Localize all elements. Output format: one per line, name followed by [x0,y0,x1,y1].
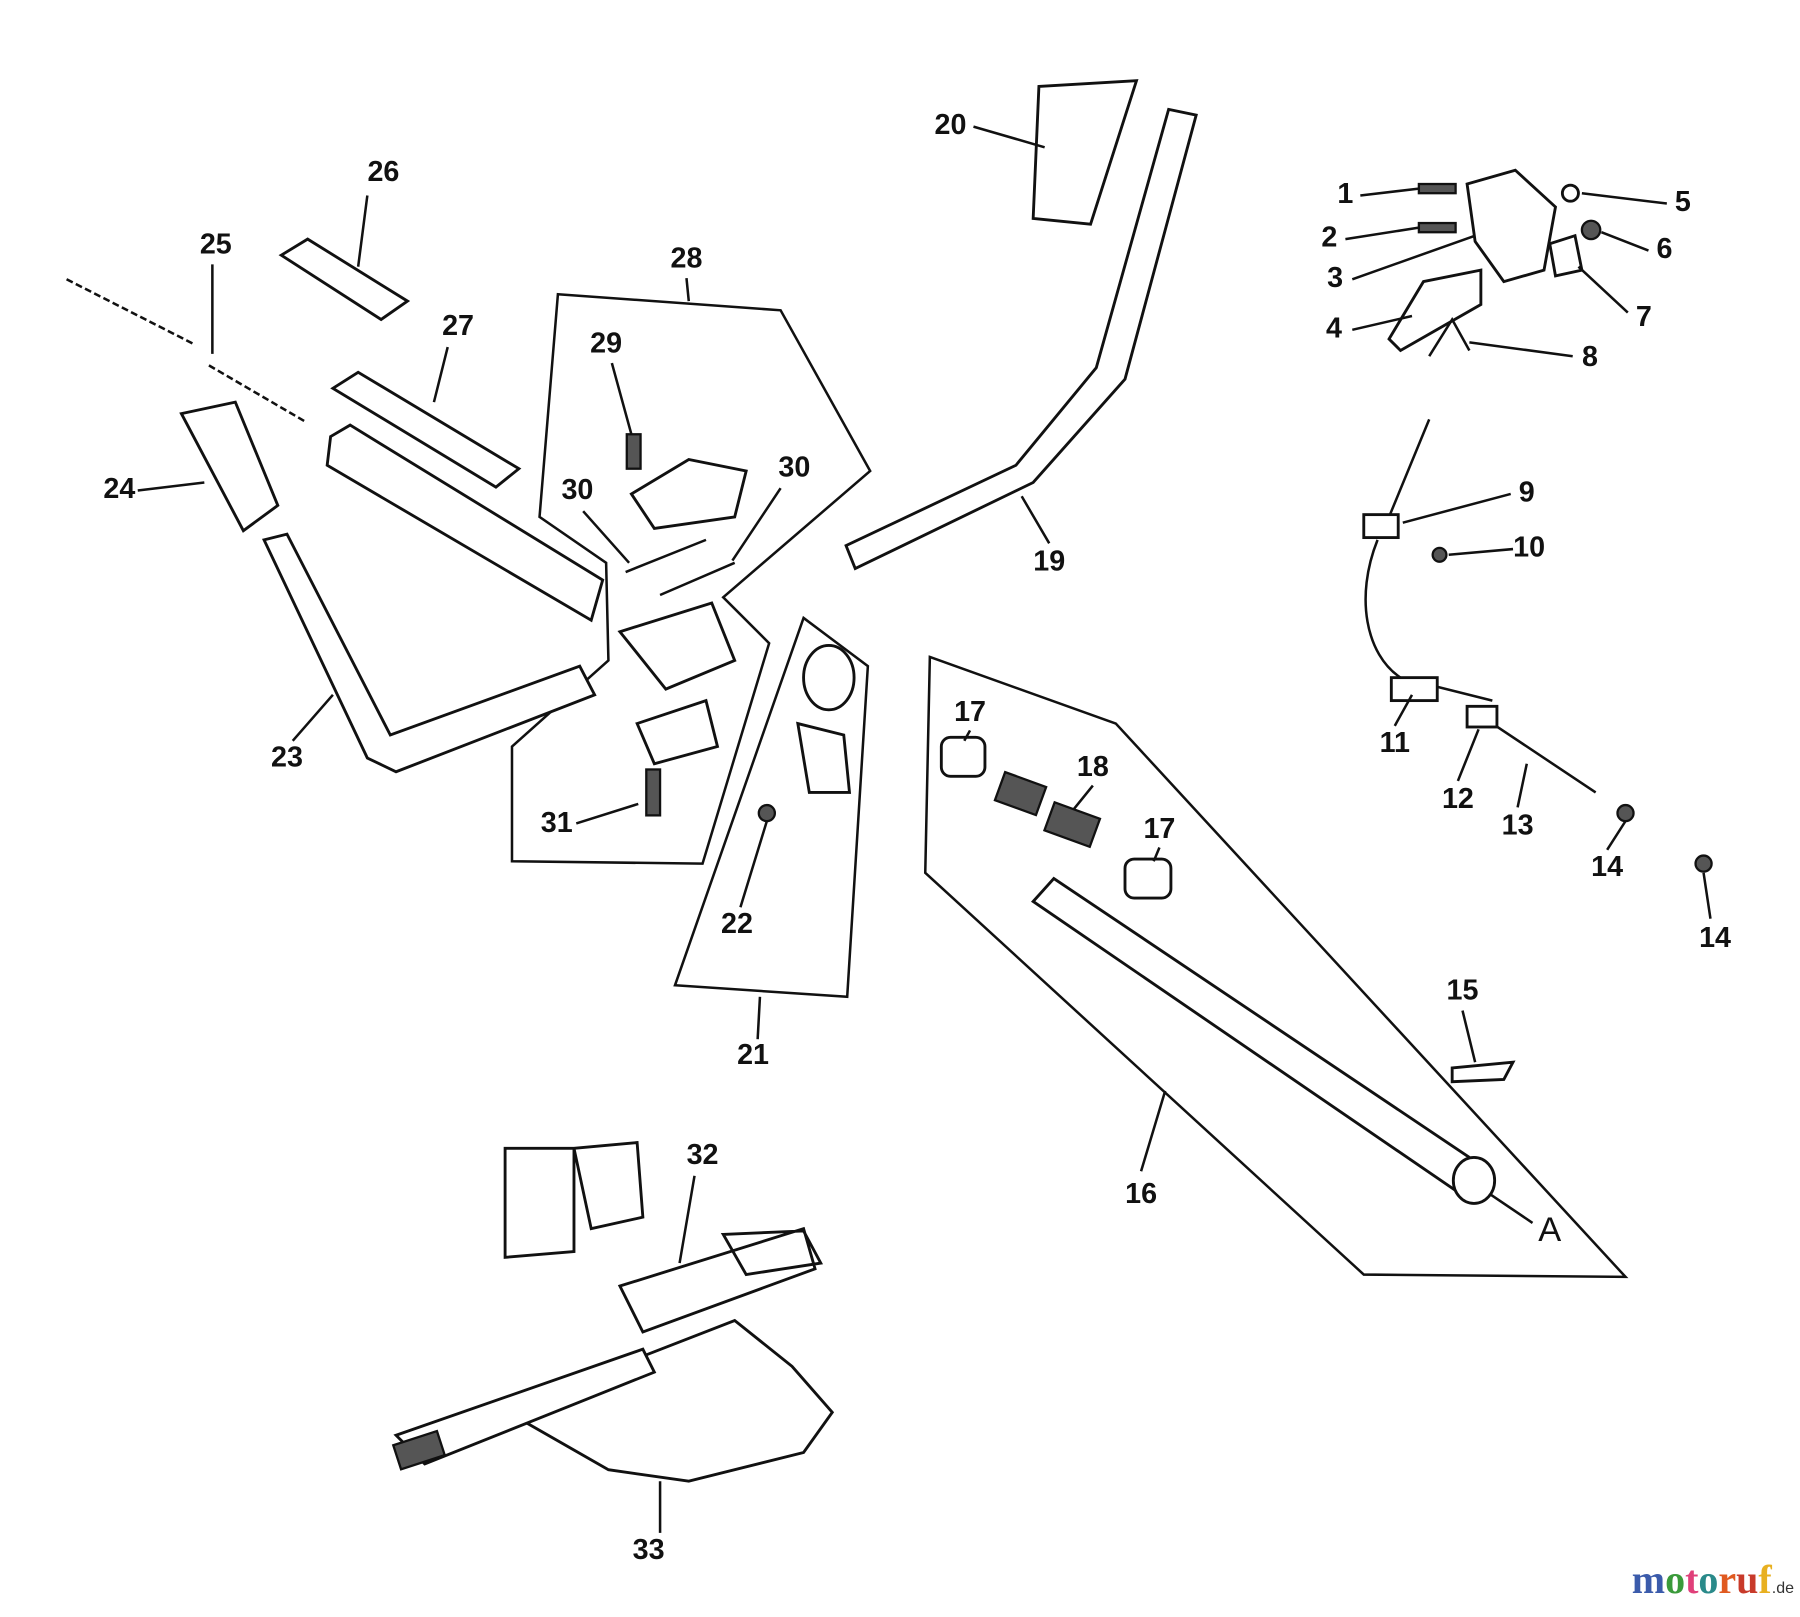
part-18-insert-2 [1042,800,1102,849]
part-24-grip [179,400,280,533]
label-21: 21 [737,1039,769,1071]
part-10-screw [1431,546,1448,563]
clamp-upper [629,458,748,530]
label-22: 22 [721,908,753,940]
watermark-letter: u [1736,1557,1759,1602]
label-15: 15 [1447,975,1479,1007]
watermark-letter: r [1718,1557,1737,1602]
harness-belt-end [391,1429,447,1471]
part-number-labels: 1 2 3 4 5 6 7 8 9 10 11 12 13 14 14 15 1… [103,109,1731,1566]
part-6-nut [1580,219,1602,241]
watermark-letter: t [1685,1557,1699,1602]
part-29-screw [625,433,642,470]
part-14-nut [1616,803,1635,823]
part-8-spring [1428,316,1471,357]
label-6: 6 [1657,233,1673,265]
part-17-bushing [939,735,987,778]
part-11-cable-clip [1389,676,1439,703]
part-33-harness-pad [526,1318,835,1483]
part-14-nut-2 [1694,854,1713,873]
label-19: 19 [1033,545,1065,577]
label-3: 3 [1327,262,1343,294]
watermark-logo: motoruf.de [1632,1556,1794,1603]
throttle-cable [1364,418,1597,794]
leader-lines [137,125,1712,1533]
watermark-letter: f [1758,1557,1772,1602]
watermark-letter: m [1631,1557,1666,1602]
label-1: 1 [1337,178,1353,210]
watermark-suffix: .de [1771,1580,1794,1597]
part-16-main-tube [1031,876,1489,1203]
part-32-harness-strap [503,1140,824,1334]
label-29: 29 [590,327,622,359]
label-20: 20 [935,109,967,141]
label-9: 9 [1519,477,1535,509]
part-19-handle-tube [844,107,1198,571]
label-13: 13 [1502,809,1534,841]
part-1-screw [1417,182,1457,195]
watermark-letter: o [1665,1557,1686,1602]
clamp-base [635,698,720,766]
label-12: 12 [1442,783,1474,815]
label-33: 33 [633,1534,665,1566]
label-28: 28 [671,242,703,274]
part-25-cable [66,278,306,423]
label-4: 4 [1326,312,1342,344]
part-12-sleeve [1465,704,1499,729]
part-26-decal [278,237,411,322]
part-23-handle-tube [261,532,597,774]
label-24: 24 [103,473,135,505]
part-17-bushing-2 [1123,857,1173,900]
label-17-b: 17 [1143,813,1175,845]
part-3-throttle-housing [1465,168,1558,284]
group-outline-16 [923,655,1629,1279]
label-10: 10 [1513,532,1545,564]
part-4-trigger [1387,268,1483,353]
label-18: 18 [1077,751,1109,783]
part-30-strap-left [625,538,707,574]
label-32: 32 [687,1139,719,1171]
part-5-nut [1560,183,1580,203]
part-20-grip [1031,79,1139,226]
part-2-screw [1417,221,1457,234]
label-25: 25 [200,229,232,261]
group-21-clip [796,721,852,794]
part-16-tube-end [1451,1156,1497,1205]
label-A: A [1538,1211,1561,1249]
label-31: 31 [541,807,573,839]
part-22-screw [757,803,777,823]
label-8: 8 [1582,341,1598,373]
label-11: 11 [1380,727,1410,759]
label-7: 7 [1636,301,1652,333]
label-5: 5 [1675,186,1691,218]
label-30-b: 30 [778,451,810,483]
watermark-letter: o [1698,1557,1719,1602]
label-26: 26 [367,156,399,188]
part-7-switch [1548,233,1584,278]
label-17: 17 [954,696,986,728]
part-31-screw [645,768,662,817]
group-outline-28 [510,292,872,865]
group-outline-21 [673,615,870,999]
label-27: 27 [442,310,474,342]
label-14-b: 14 [1699,922,1731,954]
label-30: 30 [561,474,593,506]
group-28-tube [325,423,605,623]
label-14: 14 [1591,851,1623,883]
group-21-ring [802,644,856,712]
part-18-insert [993,770,1048,817]
label-23: 23 [271,742,303,774]
part-27-decal [330,370,522,489]
clamp-lower [617,601,737,691]
label-16: 16 [1125,1178,1157,1210]
part-30-strap-right [659,561,736,597]
part-9-cable-stop [1362,513,1400,540]
part-15-decal [1450,1060,1516,1084]
label-2: 2 [1321,222,1337,254]
